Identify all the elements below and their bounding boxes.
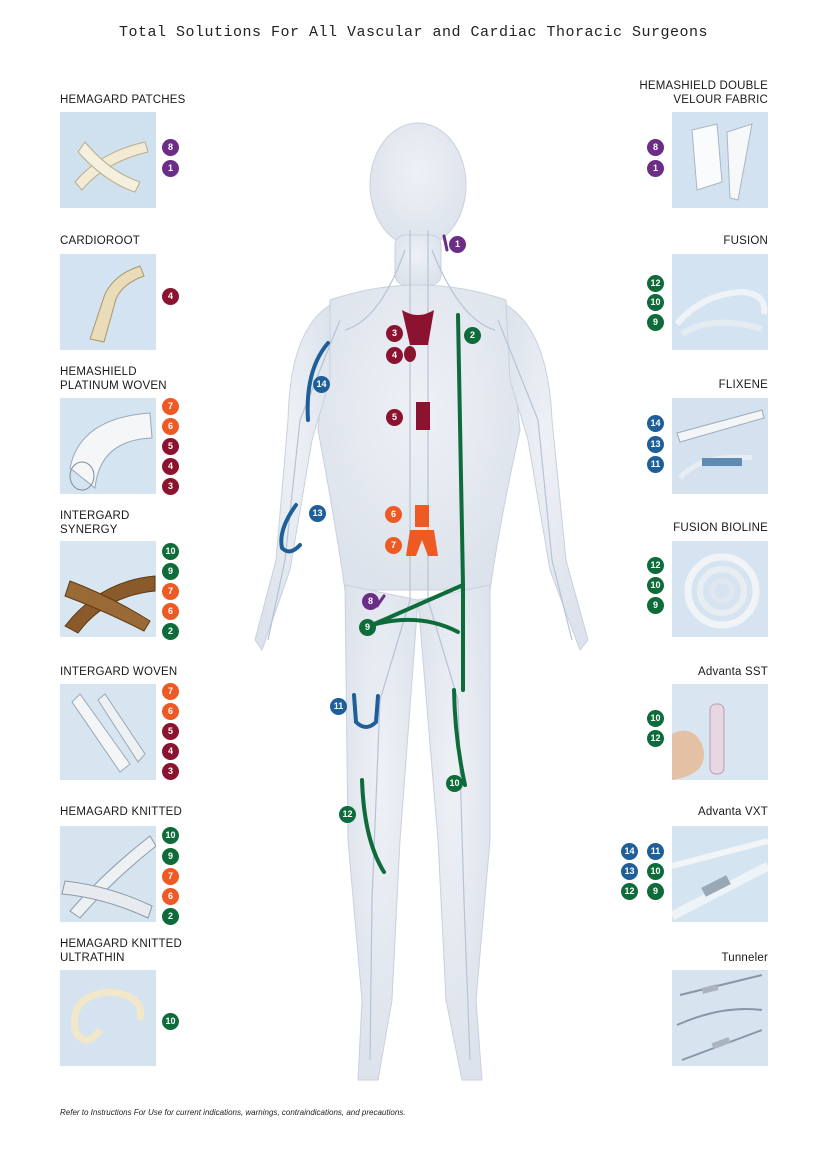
intergard-woven-label: INTERGARD WOVEN (60, 666, 178, 678)
fusion-bioline-label: FUSION BIOLINE (673, 522, 768, 534)
badge: 5 (162, 723, 179, 740)
badge: 14 (621, 843, 638, 860)
badge: 1 (647, 160, 664, 177)
marker-11: 11 (330, 698, 347, 715)
marker-10: 10 (446, 775, 463, 792)
badge: 4 (162, 458, 179, 475)
badge: 10 (162, 1013, 179, 1030)
badge: 3 (162, 478, 179, 495)
marker-13: 13 (309, 505, 326, 522)
marker-7: 7 (385, 537, 402, 554)
badge: 8 (647, 139, 664, 156)
label-line-1: HEMAGARD KNITTED (60, 938, 183, 950)
badge: 2 (162, 623, 179, 640)
hemagard-ultrathin-label: HEMAGARD KNITTED ULTRATHIN (60, 937, 182, 965)
hemagard-patches-image (60, 112, 156, 208)
intergard-woven-image (60, 684, 156, 780)
hemagard-patches-label: HEMAGARD PATCHES (60, 94, 186, 106)
badge: 9 (647, 883, 664, 900)
badge: 9 (162, 563, 179, 580)
badge: 6 (162, 888, 179, 905)
badge: 10 (162, 543, 179, 560)
badge: 14 (647, 415, 664, 432)
page-title: Total Solutions For All Vascular and Car… (118, 24, 709, 41)
badge: 6 (162, 703, 179, 720)
intergard-synergy-label: INTERGARD SYNERGY (60, 509, 130, 537)
badge: 10 (647, 710, 664, 727)
label-line-2: SYNERGY (60, 524, 118, 536)
badge: 12 (647, 557, 664, 574)
badge: 7 (162, 583, 179, 600)
hemagard-knitted-image (60, 826, 156, 922)
badge: 3 (162, 763, 179, 780)
marker-6: 6 (385, 506, 402, 523)
marker-2: 2 (464, 327, 481, 344)
badge: 11 (647, 456, 664, 473)
badge: 10 (647, 294, 664, 311)
badge: 4 (162, 743, 179, 760)
badge: 6 (162, 418, 179, 435)
cardioroot-image (60, 254, 156, 350)
fusion-image (672, 254, 768, 350)
badge: 12 (621, 883, 638, 900)
cardioroot-label: CARDIOROOT (60, 235, 140, 247)
advanta-sst-image (672, 684, 768, 780)
badge: 10 (162, 827, 179, 844)
badge: 13 (647, 436, 664, 453)
label-line-2: VELOUR FABRIC (673, 94, 768, 106)
intergard-synergy-image (60, 541, 156, 637)
marker-1: 1 (449, 236, 466, 253)
badge: 7 (162, 868, 179, 885)
badge: 12 (647, 275, 664, 292)
badge: 9 (162, 848, 179, 865)
hemagard-ultrathin-image (60, 970, 156, 1066)
graft-marks (279, 234, 467, 874)
marker-9: 9 (359, 619, 376, 636)
badge: 13 (621, 863, 638, 880)
marker-8: 8 (362, 593, 379, 610)
badge: 9 (647, 597, 664, 614)
footer-disclaimer: Refer to Instructions For Use for curren… (60, 1108, 406, 1117)
badge: 8 (162, 139, 179, 156)
advanta-vxt-label: Advanta VXT (698, 806, 768, 818)
fusion-label: FUSION (723, 235, 768, 247)
badge: 9 (647, 314, 664, 331)
hemashield-double-image (672, 112, 768, 208)
badge: 2 (162, 908, 179, 925)
badge: 7 (162, 683, 179, 700)
advanta-sst-label: Advanta SST (698, 666, 768, 678)
label-line-2: PLATINUM WOVEN (60, 380, 167, 392)
fusion-bioline-image (672, 541, 768, 637)
badge: 10 (647, 577, 664, 594)
hemashield-platinum-image (60, 398, 156, 494)
tunneler-label: Tunneler (721, 952, 768, 964)
badge: 10 (647, 863, 664, 880)
flixene-label: FLIXENE (718, 379, 768, 391)
marker-3: 3 (386, 325, 403, 342)
label-line-1: HEMASHIELD DOUBLE (639, 80, 768, 92)
marker-14: 14 (313, 376, 330, 393)
flixene-image (672, 398, 768, 494)
hemagard-knitted-label: HEMAGARD KNITTED (60, 806, 183, 818)
badge: 11 (647, 843, 664, 860)
badge: 1 (162, 160, 179, 177)
hemashield-platinum-label: HEMASHIELD PLATINUM WOVEN (60, 365, 167, 393)
label-line-1: HEMASHIELD (60, 366, 137, 378)
hemashield-double-label: HEMASHIELD DOUBLE VELOUR FABRIC (600, 79, 768, 107)
tunneler-image (672, 970, 768, 1066)
badge: 5 (162, 438, 179, 455)
label-line-2: ULTRATHIN (60, 952, 125, 964)
advanta-vxt-image (672, 826, 768, 922)
badge: 12 (647, 730, 664, 747)
badge: 6 (162, 603, 179, 620)
marker-4: 4 (386, 347, 403, 364)
label-line-1: INTERGARD (60, 510, 130, 522)
marker-5: 5 (386, 409, 403, 426)
badge: 4 (162, 288, 179, 305)
marker-12: 12 (339, 806, 356, 823)
badge: 7 (162, 398, 179, 415)
vessels (267, 230, 573, 1061)
